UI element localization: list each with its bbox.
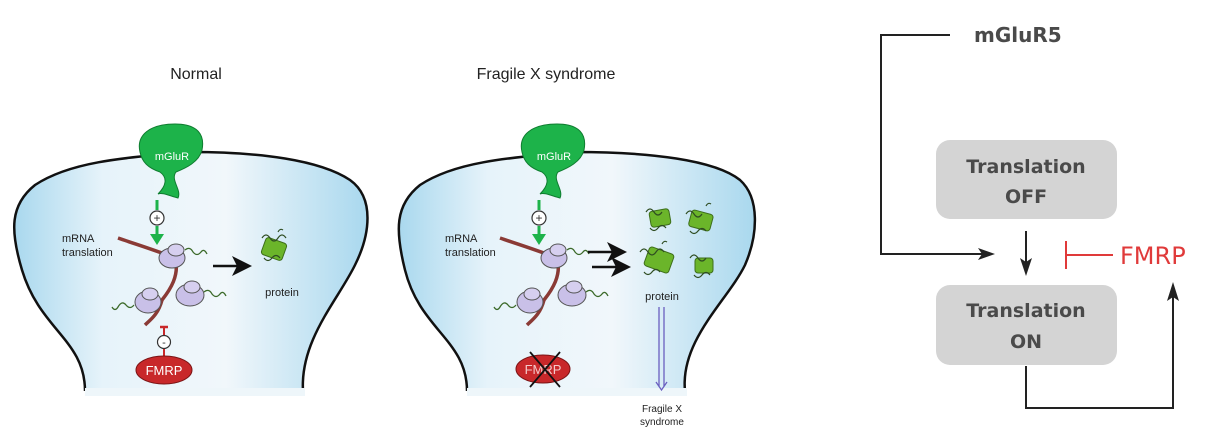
- outcome-label-line1: Fragile X: [642, 404, 682, 415]
- receptor-label: mGluR: [155, 151, 189, 163]
- protein-icon: [639, 240, 675, 276]
- plus-sign-icon: [149, 210, 165, 226]
- plus-sign-icon: [531, 210, 547, 226]
- activation-sign: +: [535, 211, 542, 225]
- ribosome-icon: [557, 280, 587, 307]
- peptide-chain: [493, 302, 517, 311]
- outcome-label-line2: syndrome: [640, 417, 684, 428]
- minus-sign-icon: [156, 334, 172, 350]
- translation-label: translation: [445, 247, 496, 259]
- ribosome-icon: [158, 243, 186, 269]
- activation-sign: +: [153, 211, 160, 225]
- translation-on-line1: Translation: [966, 300, 1085, 322]
- translation-label: translation: [62, 247, 113, 259]
- mrna-label: mRNA: [62, 233, 95, 245]
- ribosome-icon: [175, 280, 205, 307]
- mrna-strand: [499, 236, 560, 327]
- protein-icon: [645, 208, 672, 232]
- cell-membrane: [14, 152, 368, 391]
- panel-title: Fragile X syndrome: [477, 66, 616, 83]
- cell-base: [467, 388, 687, 396]
- protein-label: protein: [645, 291, 679, 303]
- mrna-strand: [117, 236, 178, 327]
- outcome-arrowhead-icon: [655, 381, 668, 392]
- protein-icon: [689, 254, 714, 279]
- cell-base: [85, 388, 305, 396]
- mglur-receptor-shape: [138, 123, 204, 199]
- translation-off-line2: OFF: [1005, 186, 1047, 208]
- mglur5-connector-line: [880, 34, 990, 255]
- receptor-label: mGluR: [537, 151, 571, 163]
- peptide-chain: [203, 289, 227, 298]
- connector-arrowhead-icon: [978, 248, 995, 260]
- feedback-loop-line: [1025, 290, 1174, 409]
- fmrp-protein-shape: [515, 354, 571, 384]
- translation-on-line2: ON: [1010, 331, 1042, 353]
- mglur5-label: mGluR5: [974, 23, 1062, 47]
- flowchart: mGluR5 Translation OFF FMRP Translation …: [880, 23, 1186, 409]
- peptide-chain: [566, 247, 590, 256]
- activation-arrowhead-icon: [532, 234, 546, 245]
- translation-off-line1: Translation: [966, 156, 1085, 178]
- repression-sign: -: [162, 337, 166, 349]
- feedback-arrowhead-icon: [1167, 282, 1179, 301]
- protein-icon: [685, 202, 714, 235]
- peptide-chain: [585, 289, 609, 298]
- mglur-receptor-shape: [520, 123, 586, 199]
- panel-title: Normal: [170, 66, 222, 83]
- peptide-chain: [111, 302, 135, 311]
- translation-off-box: [936, 140, 1117, 219]
- mrna-label: mRNA: [445, 233, 478, 245]
- fmrp-protein-shape: [135, 355, 193, 385]
- ribosome-icon: [540, 243, 568, 269]
- protein-icon: [260, 228, 288, 262]
- fmrp-label: FMRP: [525, 362, 562, 377]
- activation-arrowhead-icon: [150, 234, 164, 245]
- protein-label: protein: [265, 287, 299, 299]
- state-transition-arrowhead-icon: [1020, 258, 1032, 276]
- fmrp-inhibitor-label: FMRP: [1120, 242, 1186, 270]
- panel-fragile-x: Fragile X syndrome mGluR + mRNA translat…: [397, 66, 757, 428]
- peptide-chain: [184, 247, 208, 256]
- ribosome-icon: [134, 287, 162, 314]
- panel-normal: Normal mGluR + mRNA translation: [12, 66, 369, 396]
- fmrp-label: FMRP: [146, 363, 183, 378]
- ribosome-icon: [516, 287, 544, 314]
- translation-on-box: [936, 285, 1117, 365]
